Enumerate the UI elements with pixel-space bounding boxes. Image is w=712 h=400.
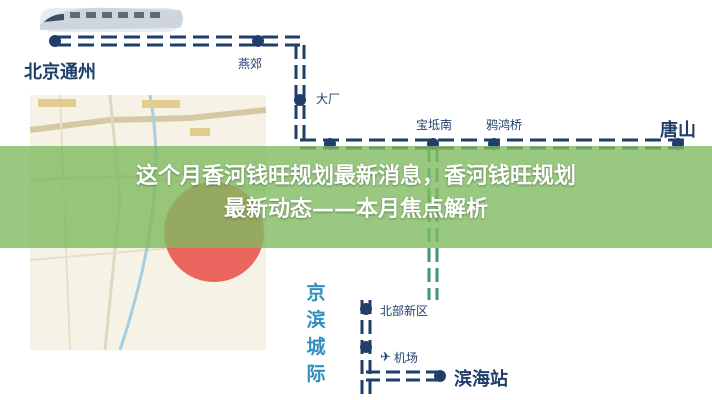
station-dots — [49, 35, 684, 382]
headline-line-1: 这个月香河钱旺规划最新消息，香河钱旺规划 — [135, 164, 576, 189]
station-label-beibu-xinqu: 北部新区 — [380, 304, 429, 318]
airplane-icon: ✈ — [380, 350, 391, 365]
headline-line-2: 最新动态——本月焦点解析 — [223, 197, 488, 222]
station-label-binhai-zhan: 滨海站 — [454, 369, 508, 390]
station-dot-jichang — [360, 341, 372, 353]
station-label-baodi-nan: 宝坻南 — [416, 118, 453, 132]
station-dot-beibu — [360, 303, 372, 315]
station-dot-binhai — [434, 370, 446, 382]
rail-line-top — [55, 35, 300, 47]
station-label-yanjiao: 燕郊 — [238, 57, 263, 71]
station-dot-yanjiao — [252, 35, 264, 47]
station-label-dachang: 大厂 — [316, 92, 341, 106]
station-label-jichang: 机场 — [393, 351, 418, 365]
station-label-tangshan: 唐山 — [660, 120, 696, 141]
station-dot-tongzhou — [49, 35, 61, 47]
headline-overlay — [0, 146, 712, 248]
station-label-jichang-wrap: ✈ 机场 — [380, 349, 418, 366]
line-name-char: 京 — [306, 282, 326, 304]
line-name-char: 滨 — [306, 309, 326, 331]
rail-line-vertical — [294, 45, 306, 140]
station-label-beijing-tongzhou: 北京通州 — [24, 62, 96, 83]
headline: 这个月香河钱旺规划最新消息，香河钱旺规划 最新动态——本月焦点解析 — [0, 160, 712, 226]
station-dot-dachang — [294, 94, 306, 106]
train-icon — [40, 7, 183, 32]
station-label-yahongqiao: 鸦鸿桥 — [486, 118, 523, 132]
line-name-char: 城 — [306, 336, 326, 358]
line-name-char: 际 — [306, 363, 326, 385]
line-name-vertical: 京 滨 城 际 — [306, 280, 326, 388]
rail-line-bottom — [366, 370, 440, 382]
